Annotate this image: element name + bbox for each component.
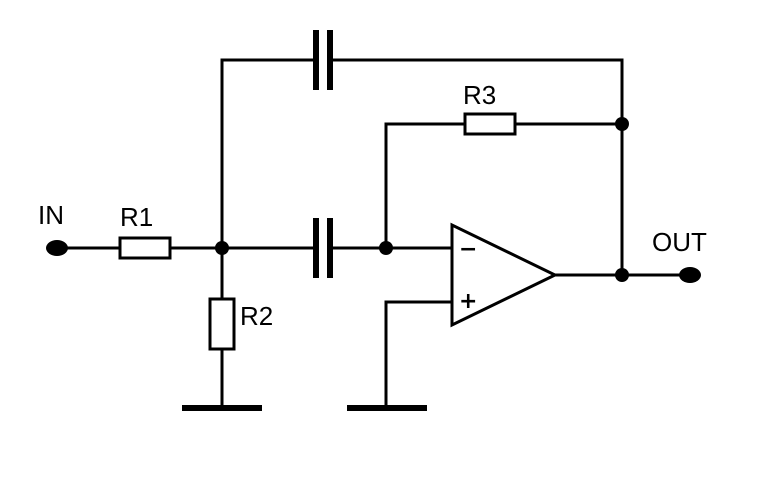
label-r2: R2 [240, 301, 273, 331]
junction-node-output [615, 268, 629, 282]
resistor-r3 [463, 112, 517, 136]
label-r3: R3 [463, 80, 496, 110]
output-terminal [679, 267, 701, 283]
opamp-plus-sign: + [459, 289, 477, 314]
resistor-r2 [208, 297, 236, 351]
resistor-r1 [118, 236, 172, 260]
label-r1: R1 [120, 202, 153, 232]
label-in: IN [38, 200, 64, 230]
opamp-triangle [450, 222, 559, 328]
opamp-minus-sign: − [459, 237, 477, 262]
label-out: OUT [652, 227, 707, 257]
junction-node-r3 [615, 117, 629, 131]
